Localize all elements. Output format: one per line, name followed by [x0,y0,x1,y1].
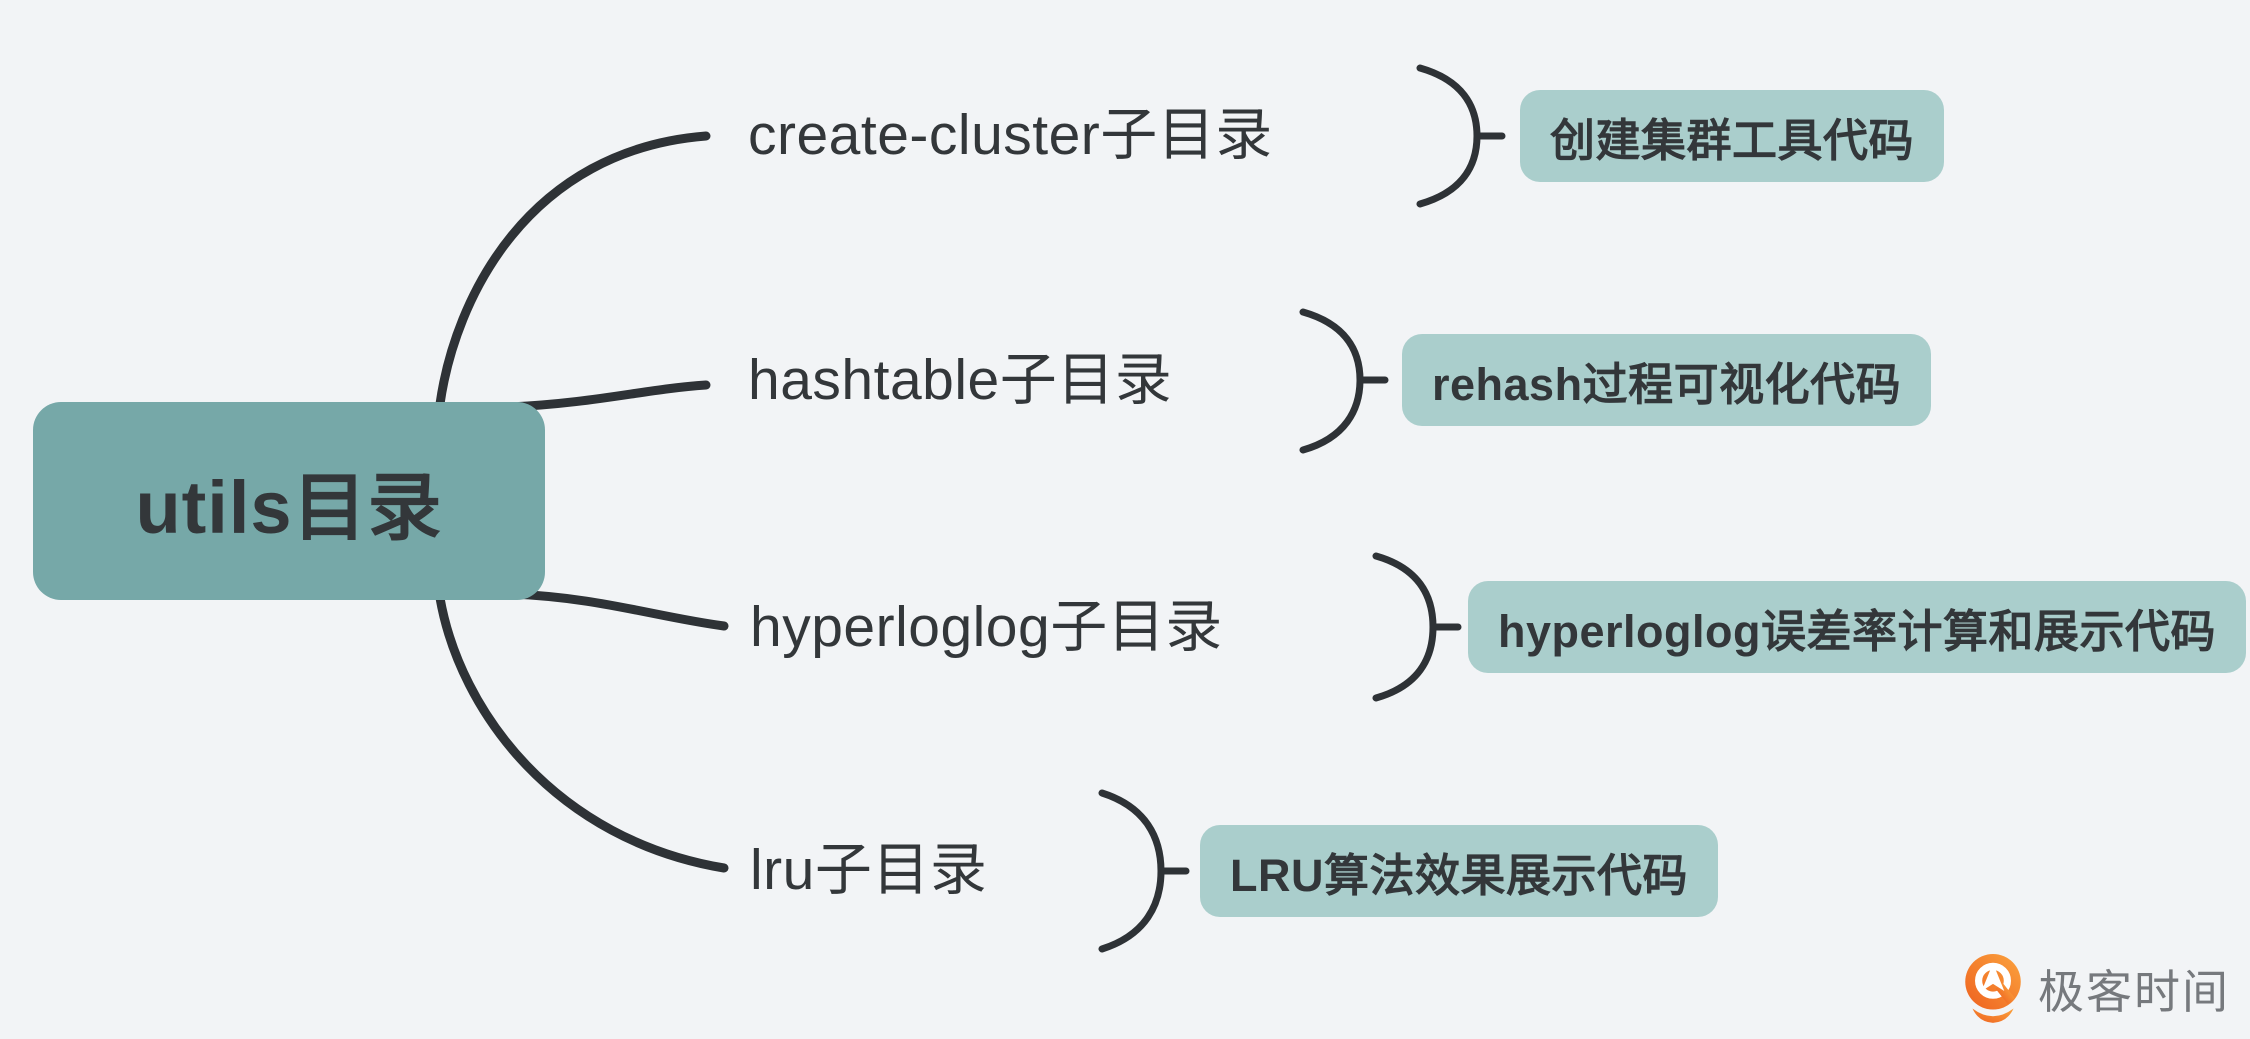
branch-curve-1 [435,131,711,409]
bracket-connector-4 [1098,789,1190,953]
note-node-hashtable[interactable]: rehash过程可视化代码 [1402,334,1932,426]
note-node-hyperloglog[interactable]: hyperloglog误差率计算和展示代码 [1468,581,2246,673]
branch-curve-2 [505,380,711,412]
branch-node-hyperloglog[interactable]: hyperloglog子目录 [750,595,1223,659]
watermark-text: 极客时间 [2038,966,2230,1018]
bracket-connector-2 [1299,308,1389,454]
branch-curve-3 [505,589,729,631]
bracket-connector-1 [1416,64,1506,208]
geektime-logo-icon [1962,954,2024,1023]
branch-node-lru[interactable]: lru子目录 [750,838,988,902]
branch-curve-4 [435,593,729,873]
note-label: 创建集群工具代码 [1550,114,1915,166]
note-label: hyperloglog误差率计算和展示代码 [1498,605,2216,657]
note-label: rehash过程可视化代码 [1432,358,1902,410]
branch-node-hashtable[interactable]: hashtable子目录 [748,348,1173,412]
root-node-utils[interactable]: utils目录 [33,402,545,600]
root-node-label: utils目录 [135,465,443,549]
bracket-connector-3 [1372,552,1462,702]
note-node-lru[interactable]: LRU算法效果展示代码 [1200,825,1718,917]
branch-node-create-cluster[interactable]: create-cluster子目录 [748,103,1273,167]
watermark-geektime: 极客时间 [1960,952,2230,1026]
note-label: LRU算法效果展示代码 [1230,849,1688,901]
note-node-create-cluster[interactable]: 创建集群工具代码 [1520,90,1945,182]
